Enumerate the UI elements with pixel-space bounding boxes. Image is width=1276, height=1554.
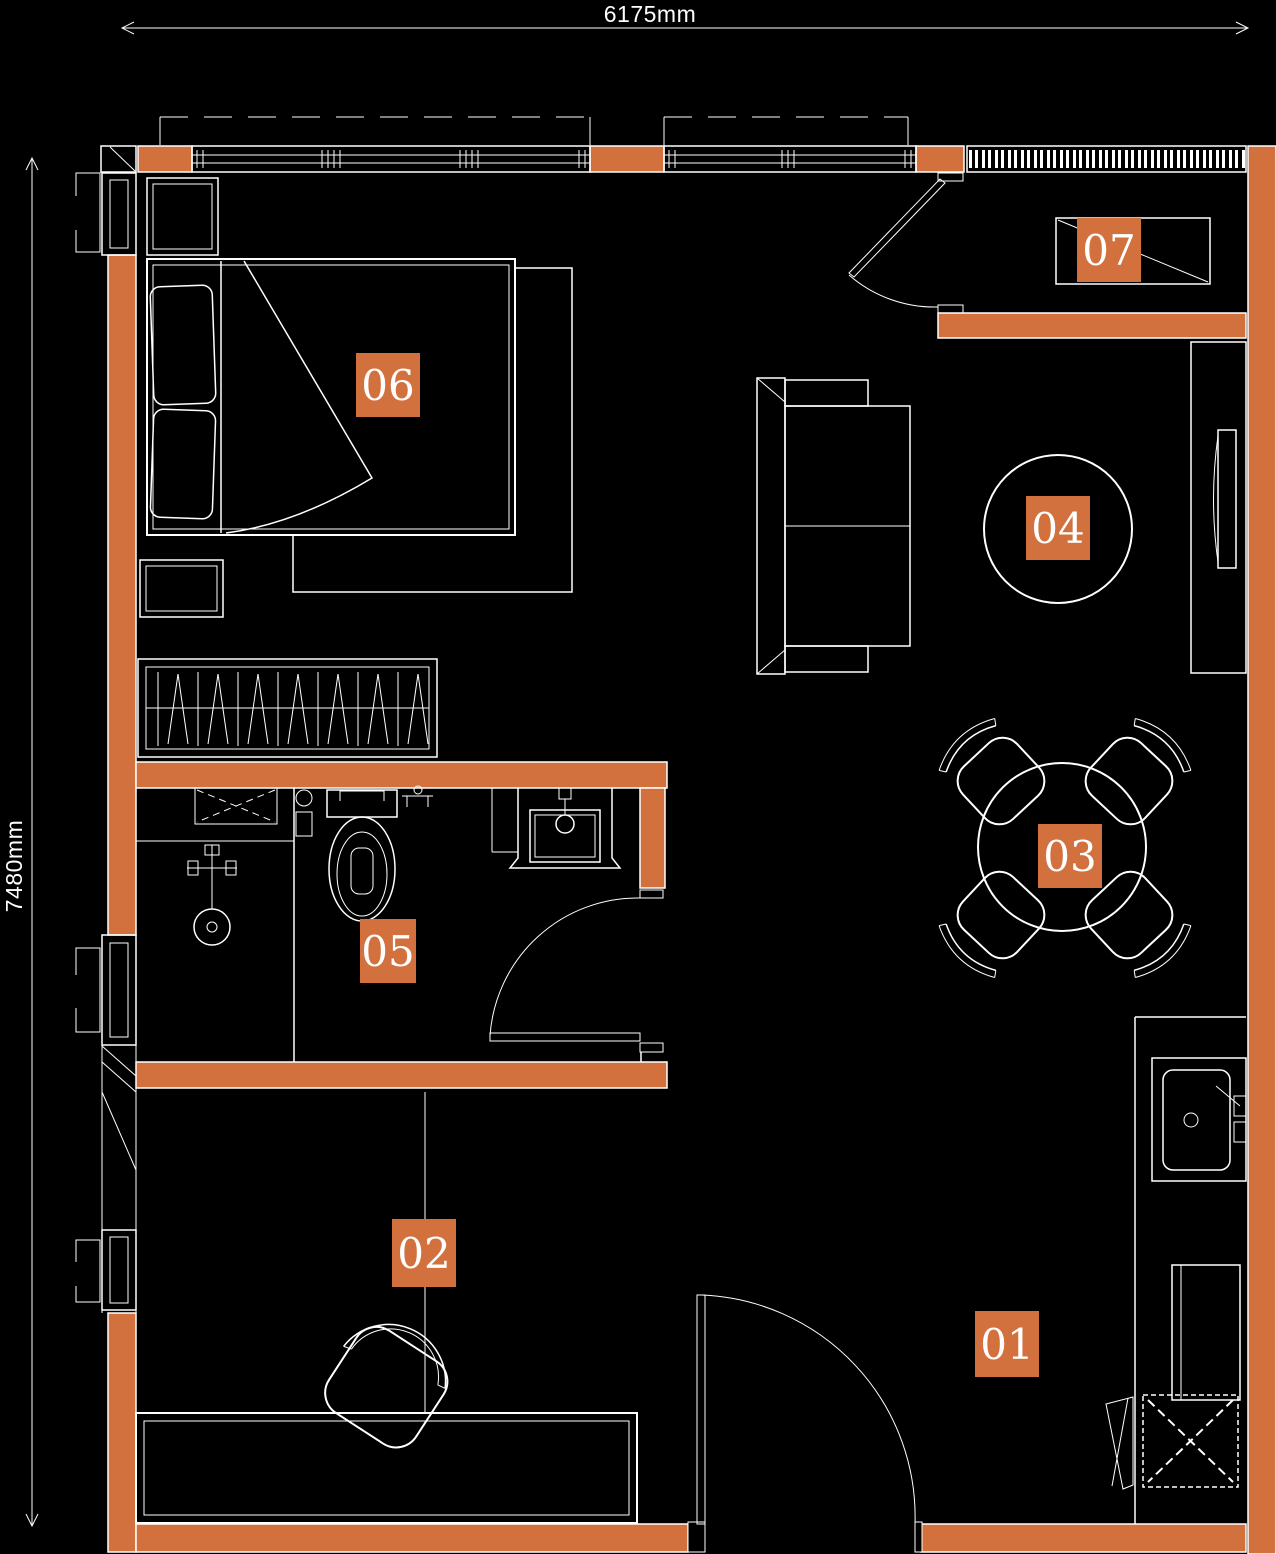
corner-diagonal [109,146,136,172]
desk-chair [324,1323,449,1449]
door-swing-arc [489,897,642,1037]
dining-chair [1084,870,1192,978]
nightstand-bottom [139,559,224,618]
room-marker-07[interactable]: 07 [1077,218,1141,282]
dining-area [938,718,1192,978]
windows [159,116,1247,173]
wall-top-pier-left [137,145,193,173]
width-dimension-label: 6175mm [604,1,696,27]
wall-top-pier-middle [589,145,665,173]
sofa [756,377,911,675]
room-marker-04[interactable]: 04 [1026,496,1090,560]
wall-left-lower [107,1312,137,1553]
shower-drain [193,908,231,946]
dimension-annotations: 6175mm 7480mm [1,1,1250,1528]
window-living [663,145,917,173]
room-markers: 01 02 03 04 05 06 07 [356,218,1141,1377]
bathroom [136,785,664,1062]
door-leaf [696,1294,706,1525]
kitchen-appliance [1171,1264,1241,1401]
kitchen-sink [1151,1057,1247,1182]
left-window-middle [72,934,137,1046]
clothes-hangers [157,672,429,746]
tv-console [1190,341,1247,674]
wall-above-bathroom [135,761,668,789]
arrow-up-icon [25,156,39,171]
pillow [149,284,217,406]
toilet [326,789,398,922]
foyer [848,172,1211,314]
coffee-table [983,454,1133,604]
room-marker-05[interactable]: 05 [360,919,416,983]
svg-text:02: 02 [397,1229,450,1278]
svg-text:04: 04 [1031,504,1084,553]
left-wall-details [72,145,137,1313]
shower [187,787,278,946]
tv-icon [1217,429,1237,569]
room-marker-01[interactable]: 01 [975,1311,1039,1377]
wall-bottom-right [920,1523,1247,1553]
desk [135,1412,638,1524]
vent-grille [966,145,1247,173]
wall-left-upper [107,254,137,936]
bathroom-door [489,889,664,1062]
dining-table [977,762,1147,932]
toilet-paper-holder [295,789,313,837]
wall-bottom-left [135,1523,689,1553]
faucet-icon [1215,1085,1241,1107]
living-room [756,341,1247,675]
room-marker-06[interactable]: 06 [356,353,420,417]
dining-chair [1084,718,1192,826]
arrow-right-icon [1235,21,1250,35]
bottom-door [687,1294,923,1553]
kitchen [1105,1016,1247,1524]
vanity-sink [491,787,622,869]
height-dimension-label: 7480mm [1,820,27,912]
door-swing-arc [700,1294,916,1525]
door-leaf [848,178,946,278]
wall-foyer [937,312,1247,339]
wall-right [1247,145,1276,1554]
svg-text:06: 06 [361,361,414,410]
room-marker-03[interactable]: 03 [1038,824,1102,888]
wall-below-bathroom [135,1061,668,1089]
bed-inner-frame [152,264,510,530]
left-wall-break [101,1045,137,1313]
bedroom [137,177,573,758]
wall-top-pier-right [915,145,965,173]
bed [146,258,516,536]
svg-text:01: 01 [980,1320,1033,1369]
left-window-lower [72,1229,137,1311]
wall-bathroom-pier [639,787,666,889]
window-bedroom [191,145,591,173]
pillow [149,408,217,520]
room-marker-02[interactable]: 02 [392,1219,456,1287]
faucet-icon [555,814,575,834]
svg-text:07: 07 [1082,226,1135,275]
dining-chair [938,718,1046,826]
study-nook [135,1092,638,1524]
nightstand-top [146,177,219,256]
svg-text:05: 05 [361,927,414,976]
door-leaf [489,1032,641,1042]
arrow-left-icon [120,21,135,35]
corner-box [100,145,137,173]
walls [107,145,1276,1554]
cooktop [1105,1394,1239,1490]
left-window-upper [72,172,137,256]
svg-text:03: 03 [1043,832,1096,881]
dining-chair [938,870,1046,978]
arrow-down-icon [25,1513,39,1528]
overhang-ends [159,117,909,145]
wardrobe [137,658,438,758]
duvet-fold [225,260,374,534]
door-swing-arc [848,274,939,308]
entry-door [848,172,964,314]
water-valve [402,785,433,807]
